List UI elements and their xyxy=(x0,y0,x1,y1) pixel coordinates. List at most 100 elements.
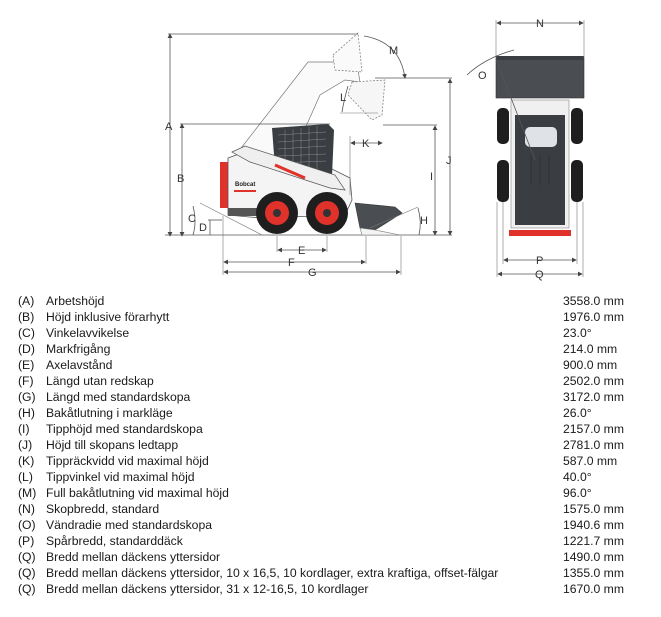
spec-row: (Q) Bredd mellan däckens yttersidor, 31 … xyxy=(18,581,638,597)
spec-label: Bakåtlutning i markläge xyxy=(46,406,173,420)
spec-code: (L) xyxy=(18,470,33,484)
machine-body: Bobcat xyxy=(220,124,403,236)
label-b: B xyxy=(177,173,184,185)
label-l: L xyxy=(340,92,346,104)
spec-code: (P) xyxy=(18,534,35,548)
spec-label: Vändradie med standardskopa xyxy=(46,518,212,532)
spec-row: (Q) Bredd mellan däckens yttersidor, 10 … xyxy=(18,565,638,581)
spec-code: (G) xyxy=(18,390,36,404)
spec-value: 1976.0 mm xyxy=(563,310,624,324)
dim-h xyxy=(417,207,421,236)
spec-row: (M) Full bakåtlutning vid maximal höjd 9… xyxy=(18,485,638,501)
spec-row: (Q) Bredd mellan däckens yttersidor 1490… xyxy=(18,549,638,565)
spec-row: (K) Tippräckvidd vid maximal höjd 587.0 … xyxy=(18,453,638,469)
spec-label: Tipphöjd med standardskopa xyxy=(46,422,203,436)
top-rear-red-bar xyxy=(509,230,571,236)
spec-code: (Q) xyxy=(18,582,36,596)
label-j: J xyxy=(446,155,452,167)
spec-code: (O) xyxy=(18,518,36,532)
raised-lift-arm xyxy=(237,32,386,161)
spec-label: Längd med standardskopa xyxy=(46,390,191,404)
spec-value: 1221.7 mm xyxy=(563,534,624,548)
spec-label: Bredd mellan däckens yttersidor xyxy=(46,550,221,564)
arm-red-stripe xyxy=(274,163,306,180)
brand-logo: Bobcat xyxy=(235,182,255,188)
spec-table: (A) Arbetshöjd 3558.0 mm (B) Höjd inklus… xyxy=(18,293,638,597)
label-d: D xyxy=(199,222,207,234)
label-o: O xyxy=(478,70,487,82)
spec-code: (E) xyxy=(18,358,35,372)
spec-label: Full bakåtlutning vid maximal höjd xyxy=(46,486,229,500)
spec-row: (P) Spårbredd, standarddäck 1221.7 mm xyxy=(18,533,638,549)
spec-row: (O) Vändradie med standardskopa 1940.6 m… xyxy=(18,517,638,533)
spec-value: 1575.0 mm xyxy=(563,502,624,516)
spec-label: Tippräckvidd vid maximal höjd xyxy=(46,454,209,468)
spec-value: 2502.0 mm xyxy=(563,374,624,388)
spec-label: Vinkelavvikelse xyxy=(46,326,130,340)
spec-code: (N) xyxy=(18,502,35,516)
top-left-front-tire xyxy=(497,108,509,144)
spec-value: 23.0° xyxy=(563,326,592,340)
top-bucket xyxy=(495,57,585,99)
spec-label: Bredd mellan däckens yttersidor, 31 x 12… xyxy=(46,582,369,596)
label-h: H xyxy=(420,215,428,227)
spec-code: (K) xyxy=(18,454,35,468)
front-wheel xyxy=(306,192,348,234)
spec-value: 40.0° xyxy=(563,470,592,484)
label-n-text: N xyxy=(536,18,544,30)
spec-row: (A) Arbetshöjd 3558.0 mm xyxy=(18,293,638,309)
spec-row: (L) Tippvinkel vid maximal höjd 40.0° xyxy=(18,469,638,485)
spec-code: (C) xyxy=(18,326,35,340)
spec-row: (D) Markfrigång 214.0 mm xyxy=(18,341,638,357)
spec-row: (B) Höjd inklusive förarhytt 1976.0 mm xyxy=(18,309,638,325)
rear-wheel xyxy=(256,192,298,234)
label-c: C xyxy=(188,213,196,225)
spec-value: 1670.0 mm xyxy=(563,582,624,596)
label-e: E xyxy=(298,245,305,257)
spec-label: Axelavstånd xyxy=(46,358,113,372)
ground-bucket xyxy=(354,202,403,231)
spec-code: (Q) xyxy=(18,566,36,580)
spec-value: 587.0 mm xyxy=(563,454,618,468)
spec-row: (F) Längd utan redskap 2502.0 mm xyxy=(18,373,638,389)
spec-label: Skopbredd, standard xyxy=(46,502,160,516)
label-p: P xyxy=(536,255,543,267)
spec-value: 2781.0 mm xyxy=(563,438,624,452)
top-view: N O P Q xyxy=(466,18,585,281)
spec-row: (N) Skopbredd, standard 1575.0 mm xyxy=(18,501,638,517)
spec-value: 1490.0 mm xyxy=(563,550,624,564)
dim-c xyxy=(192,205,196,236)
spec-value: 26.0° xyxy=(563,406,592,420)
spec-code: (F) xyxy=(18,374,34,388)
spec-label: Spårbredd, standarddäck xyxy=(46,534,183,548)
spec-code: (Q) xyxy=(18,550,36,564)
spec-value: 3172.0 mm xyxy=(563,390,624,404)
dimension-diagram: Bobcat A B xyxy=(165,18,585,281)
spec-value: 1355.0 mm xyxy=(563,566,624,580)
top-left-rear-tire xyxy=(497,160,509,202)
spec-value: 96.0° xyxy=(563,486,592,500)
spec-label: Längd utan redskap xyxy=(46,374,154,388)
spec-code: (M) xyxy=(18,486,37,500)
spec-label: Höjd inklusive förarhytt xyxy=(46,310,170,324)
side-view: Bobcat A B xyxy=(165,32,453,279)
top-right-front-tire xyxy=(571,108,583,144)
rear-red-stripe xyxy=(220,162,228,208)
label-m: M xyxy=(389,45,398,57)
spec-value: 214.0 mm xyxy=(563,342,618,356)
spec-code: (J) xyxy=(18,438,33,452)
spec-code: (H) xyxy=(18,406,35,420)
spec-label: Tippvinkel vid maximal höjd xyxy=(46,470,195,484)
spec-label: Arbetshöjd xyxy=(46,294,105,308)
spec-code: (A) xyxy=(18,294,35,308)
top-right-rear-tire xyxy=(571,160,583,202)
label-a: A xyxy=(165,121,173,133)
spec-row: (J) Höjd till skopans ledtapp 2781.0 mm xyxy=(18,437,638,453)
spec-row: (I) Tipphöjd med standardskopa 2157.0 mm xyxy=(18,421,638,437)
dim-l xyxy=(341,85,349,113)
spec-row: (G) Längd med standardskopa 3172.0 mm xyxy=(18,389,638,405)
label-q: Q xyxy=(535,269,544,281)
dim-m xyxy=(363,35,407,79)
spec-code: (I) xyxy=(18,422,30,436)
dim-o xyxy=(495,58,536,161)
